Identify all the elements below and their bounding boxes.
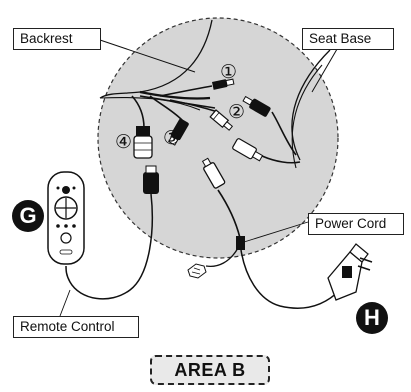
power-cord-to-adapter	[241, 250, 340, 308]
connector-1-number: ①	[220, 62, 237, 82]
adapter-badge-h: H	[356, 302, 388, 334]
remote-control-icon	[48, 172, 84, 264]
remote-badge-g: G	[12, 200, 44, 232]
connector-3-number: ③	[163, 128, 180, 148]
connector-4-plug	[134, 126, 152, 158]
power-cord-label: Power Cord	[308, 213, 404, 235]
remote-leader	[60, 290, 70, 316]
area-tag: AREA B	[150, 355, 270, 385]
seat-base-label: Seat Base	[302, 28, 394, 50]
backrest-label: Backrest	[13, 28, 101, 50]
connector-4-number: ④	[115, 132, 132, 152]
power-adapter-icon	[328, 244, 372, 300]
remote-control-label: Remote Control	[13, 316, 139, 338]
cable-tie-icon	[188, 264, 206, 278]
connector-2-number: ②	[228, 102, 245, 122]
